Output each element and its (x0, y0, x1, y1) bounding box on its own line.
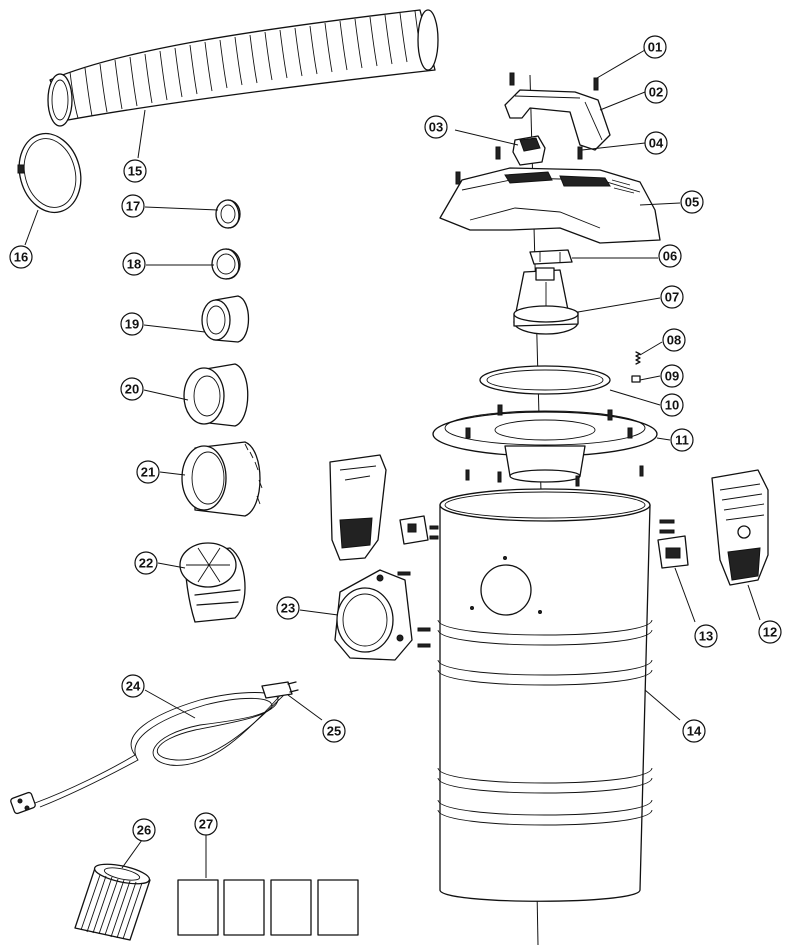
callout-01: 01 (643, 35, 667, 59)
part-latch-left-hinge (399, 515, 439, 545)
part-09-nut (631, 375, 641, 383)
callout-15: 15 (123, 159, 147, 183)
part-21-adapter (181, 441, 263, 517)
svg-text:04: 04 (649, 136, 664, 151)
part-18-adapter (211, 248, 241, 280)
callout-02: 02 (644, 80, 668, 104)
part-10-gasket (479, 365, 611, 395)
part-27-filter-bags (177, 879, 359, 936)
callout-21: 21 (136, 460, 160, 484)
svg-text:18: 18 (127, 257, 141, 272)
svg-text:22: 22 (139, 556, 153, 571)
svg-text:16: 16 (14, 250, 28, 265)
part-20-adapter (183, 363, 249, 427)
svg-text:14: 14 (687, 724, 702, 739)
callout-05: 05 (680, 190, 704, 214)
leader-lines (24, 49, 761, 878)
svg-text:26: 26 (137, 823, 151, 838)
callout-22: 22 (134, 551, 158, 575)
part-07-motor (513, 267, 579, 335)
callout-20: 20 (120, 377, 144, 401)
svg-text:03: 03 (429, 120, 443, 135)
callout-04: 04 (644, 131, 668, 155)
svg-text:10: 10 (665, 398, 679, 413)
part-13-latch-hinge (657, 519, 689, 569)
callout-09: 09 (660, 364, 684, 388)
callout-13: 13 (694, 624, 718, 648)
part-17-adapter (215, 199, 241, 229)
callout-26: 26 (132, 818, 156, 842)
part-15-hose (47, 9, 439, 127)
svg-text:01: 01 (648, 40, 662, 55)
part-22-nozzle (179, 542, 246, 623)
callout-11: 11 (670, 428, 694, 452)
callout-07: 07 (660, 285, 684, 309)
part-06-clamp (529, 249, 573, 265)
part-08-spring (635, 351, 641, 365)
callout-27: 27 (194, 812, 218, 836)
part-14-tank (437, 488, 653, 902)
part-25-cord-clip (261, 681, 299, 699)
svg-text:08: 08 (667, 333, 681, 348)
callout-18: 18 (122, 252, 146, 276)
svg-text:23: 23 (281, 601, 295, 616)
part-03-switch (512, 135, 546, 166)
screws-top (455, 72, 599, 185)
part-16-hose-ring (17, 132, 82, 214)
svg-text:15: 15 (128, 164, 142, 179)
part-26-cartridge-filter (74, 863, 151, 941)
callout-10: 10 (660, 393, 684, 417)
part-05-motor-head (439, 167, 661, 244)
part-latch-left (329, 454, 387, 561)
callout-06: 06 (658, 244, 682, 268)
callout-08: 08 (662, 328, 686, 352)
callout-16: 16 (9, 245, 33, 269)
callout-19: 19 (120, 312, 144, 336)
callout-25: 25 (322, 719, 346, 743)
callout-17: 17 (121, 194, 145, 218)
svg-text:19: 19 (125, 317, 139, 332)
callout-03: 03 (424, 115, 448, 139)
part-19-adapter (201, 295, 250, 343)
callout-14: 14 (682, 719, 706, 743)
part-23-inlet (334, 569, 431, 661)
svg-text:12: 12 (763, 625, 777, 640)
svg-text:25: 25 (327, 724, 341, 739)
part-02-handle (504, 89, 611, 151)
svg-text:21: 21 (141, 465, 155, 480)
svg-text:27: 27 (199, 817, 213, 832)
svg-text:07: 07 (665, 290, 679, 305)
svg-text:06: 06 (663, 249, 677, 264)
callout-23: 23 (276, 596, 300, 620)
callout-12: 12 (758, 620, 782, 644)
part-24-power-cord (10, 689, 286, 815)
svg-text:24: 24 (126, 679, 141, 694)
svg-text:05: 05 (685, 195, 699, 210)
svg-text:11: 11 (675, 433, 689, 448)
svg-text:13: 13 (699, 629, 713, 644)
svg-text:09: 09 (665, 369, 679, 384)
part-12-latch (711, 469, 769, 586)
svg-text:02: 02 (649, 85, 663, 100)
part-11-filter-plate (432, 404, 658, 487)
svg-text:17: 17 (126, 199, 140, 214)
svg-text:20: 20 (125, 382, 139, 397)
callout-24: 24 (121, 674, 145, 698)
